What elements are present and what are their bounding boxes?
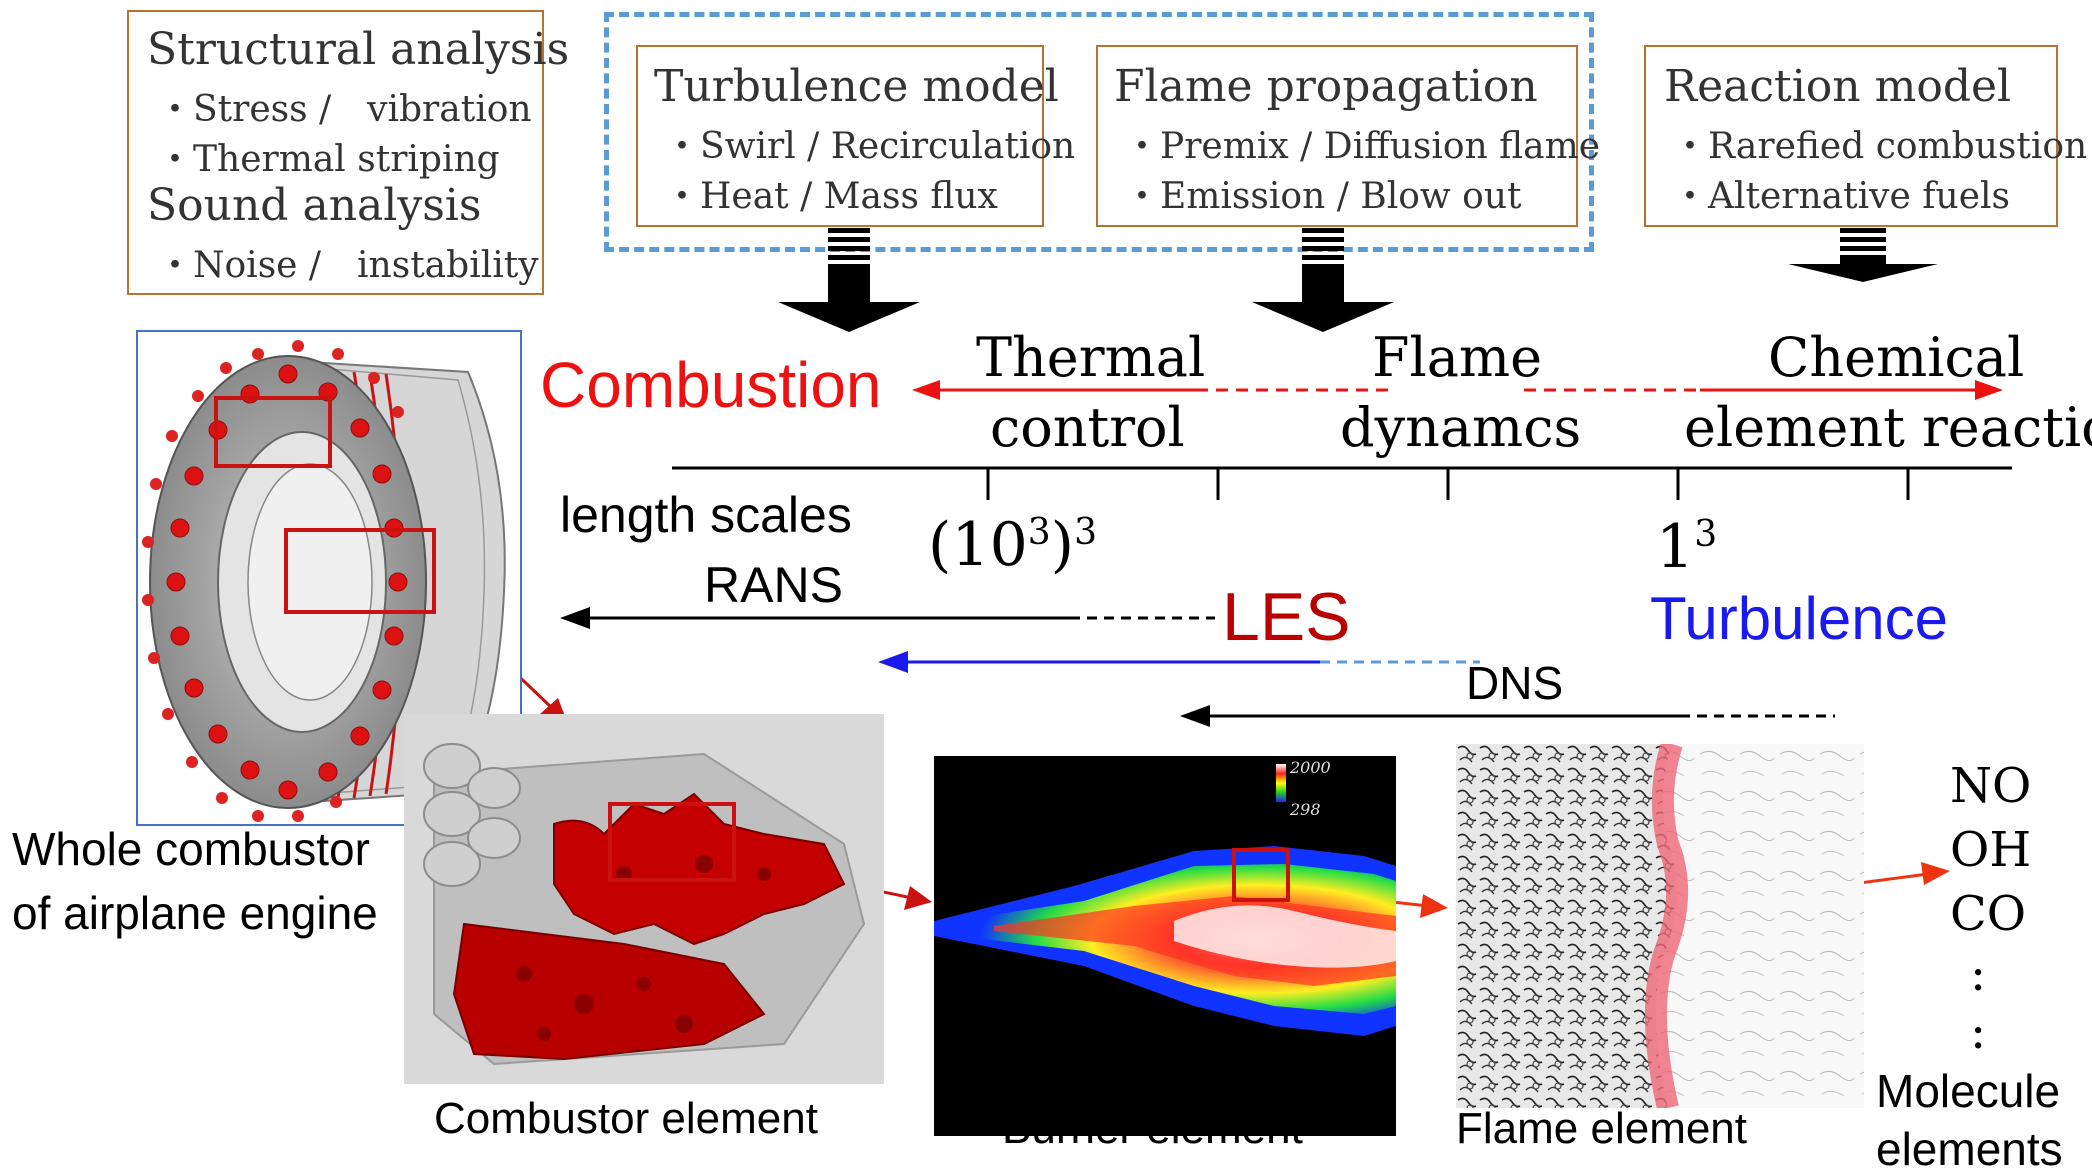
flame-element-panel (1456, 744, 1864, 1108)
length-scales-label: length scales (560, 487, 852, 543)
thermal-label: Thermal (976, 326, 1206, 389)
small-scale-base: 1 (1656, 512, 1695, 582)
dns-label: DNS (1466, 657, 1564, 709)
rans-label: RANS (704, 557, 843, 613)
molecule-elements-label-1: Molecule (1876, 1065, 2061, 1117)
large-scale-value: (103)3 (928, 510, 1097, 580)
combustor-element-illustration (423, 743, 866, 1066)
large-scale-exp-inner: 3 (1027, 512, 1051, 553)
les-arrow (878, 651, 1480, 673)
burner-element-label: Burner element (1002, 1104, 1303, 1153)
dns-arrow (1180, 705, 1835, 727)
structural-item-stress: ・Stress / vibration (157, 89, 532, 130)
reaction-model-title: Reaction model (1664, 61, 2012, 112)
colorbar-min: 298 (1290, 800, 1321, 819)
turbulence-model-box: Turbulence model ・Swirl / Recirculation … (636, 45, 1075, 227)
les-label: LES (1222, 579, 1351, 655)
turbulence-item-heat: ・Heat / Mass flux (664, 176, 998, 217)
large-scale-exp-outer: 3 (1074, 512, 1097, 553)
structural-analysis-title: Structural analysis (147, 24, 570, 75)
sound-item-noise: ・Noise / instability (157, 245, 539, 286)
reaction-item-rarefied: ・Rarefied combustion (1672, 126, 2088, 167)
molecule-no: NO (1950, 758, 2032, 814)
dashed-blue-group (604, 12, 1594, 252)
molecule-ellipsis-2: : (1970, 1004, 1987, 1060)
flame-propagation-title: Flame propagation (1114, 61, 1538, 112)
molecule-elements-label-2: elements (1876, 1123, 2063, 1175)
large-scale-base: (10 (928, 510, 1028, 580)
burner-element-panel: 2000 298 (934, 756, 1396, 1136)
down-arrow-turbulence (778, 228, 920, 332)
flame-item-premix: ・Premix / Diffusion flame (1124, 126, 1601, 167)
flame-propagation-box: Flame propagation ・Premix / Diffusion fl… (1096, 45, 1600, 227)
whole-combustor-zoom-box (284, 528, 436, 614)
whole-combustor-illustration (142, 340, 506, 822)
length-scale-axis (672, 466, 2012, 500)
turbulence-model-title: Turbulence model (654, 61, 1059, 112)
down-arrow-reaction (1788, 228, 1938, 282)
molecule-oh: OH (1950, 822, 2032, 878)
down-arrow-flame (1252, 228, 1394, 332)
element-reaction-label: element reaction (1684, 396, 2092, 459)
combustor-element-panel (404, 714, 884, 1084)
flame-item-emission: ・Emission / Blow out (1124, 176, 1522, 217)
small-scale-value: 13 (1656, 512, 1717, 582)
whole-combustor-label-2: of airplane engine (12, 887, 378, 939)
dynamcs-label: dynamcs (1340, 396, 1582, 459)
combustion-label: Combustion (540, 349, 882, 421)
turbulence-label: Turbulence (1650, 585, 1948, 652)
sound-analysis-title: Sound analysis (147, 180, 482, 231)
rans-arrow (560, 607, 1215, 629)
flame-front-illustration (1456, 744, 1864, 1108)
large-scale-close: ) (1050, 510, 1075, 580)
burner-flame-illustration (934, 764, 1396, 1036)
flame-element-label: Flame element (1456, 1104, 1748, 1153)
reaction-model-box: Reaction model ・Rarefied combustion ・Alt… (1644, 45, 2087, 227)
red-scale-arrow (912, 380, 2003, 400)
turbulence-item-swirl: ・Swirl / Recirculation (664, 126, 1076, 167)
whole-combustor-label-1: Whole combustor (12, 823, 370, 875)
whole-combustor-panel (136, 330, 522, 826)
molecule-co: CO (1950, 886, 2027, 942)
molecule-ellipsis-1: : (1970, 946, 1987, 1002)
structural-sound-box: Structural analysis ・Stress / vibration … (127, 10, 569, 295)
reaction-item-fuels: ・Alternative fuels (1672, 176, 2011, 217)
structural-item-thermal: ・Thermal striping (157, 139, 500, 180)
colorbar-max: 2000 (1290, 758, 1331, 777)
small-scale-exp: 3 (1694, 514, 1718, 555)
control-label: control (990, 396, 1185, 459)
flame-label: Flame (1372, 326, 1543, 389)
chemical-label: Chemical (1768, 326, 2025, 389)
combustor-element-label: Combustor element (434, 1094, 818, 1143)
